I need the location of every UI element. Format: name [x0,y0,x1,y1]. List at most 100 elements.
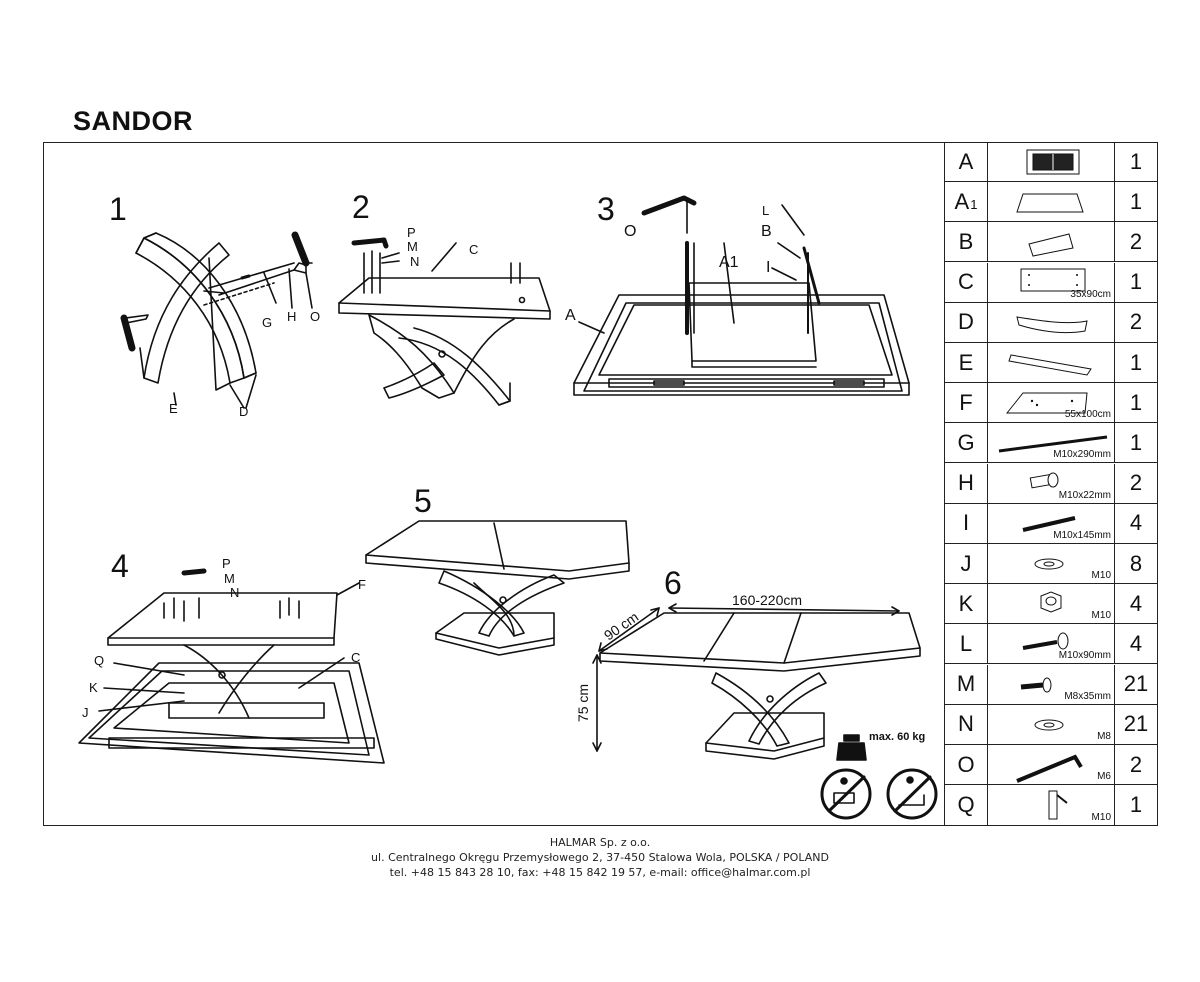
part-letter-text: D [958,309,974,335]
part-letter-text: G [957,429,975,455]
part-size: M8 [1097,730,1111,742]
step-number-1: 1 [109,191,127,227]
s1-label-d: D [239,404,249,419]
step-number-4: 4 [111,548,129,584]
part-quantity: 1 [1129,269,1143,295]
part-quantity: 1 [1129,389,1143,415]
s4-label-q: Q [94,653,105,668]
part-letter: E [945,343,988,382]
part-letter-text: A [954,188,970,214]
part-image: 35x90cm [987,262,1115,302]
s3-label-a: A [565,307,576,324]
part-letter: C [945,262,988,302]
part-letter: H [945,463,988,503]
part-letter-text: E [958,349,974,375]
part-image: M8 [987,704,1115,744]
s4-label-n: N [230,585,240,600]
part-image: M10 [987,584,1115,624]
part-image: M8x35mm [987,664,1115,704]
s1-label-e: E [169,401,178,416]
s2-label-n: N [410,254,420,269]
step-number-5: 5 [414,483,432,519]
part-letter: B [945,222,988,262]
part-letter-text: Q [957,792,975,818]
part-letter: K [945,584,988,624]
s4-label-k: K [89,680,98,695]
part-image: M10x22mm [987,463,1115,503]
part-image [987,182,1115,222]
step4-assembly [78,568,385,764]
footer-contact: tel. +48 15 843 28 10, fax: +48 15 842 1… [389,866,811,879]
hex-nut-icon [1040,591,1062,613]
part-quantity: 1 [1129,792,1143,818]
footer-company: HALMAR Sp. z o.o. [549,836,651,849]
part-letter-text: I [962,510,970,536]
footer-address: ul. Centralnego Okręgu Przemysłowego 2, … [371,851,829,864]
s3-label-o: O [624,223,637,240]
s2-label-p: P [407,225,416,240]
part-letter: I [945,503,988,543]
part-image [987,222,1115,262]
part-letter: L [945,624,988,664]
part-image: M10x90mm [987,624,1115,664]
s4-label-m: M [224,571,235,586]
part-quantity: 1 [1129,148,1143,174]
part-image: M10 [987,785,1115,826]
s4-label-j: J [82,705,89,720]
part-letter: N [945,704,988,744]
part-letter-text: N [958,711,974,737]
s3-label-a1: A1 [719,254,739,271]
step-number-3: 3 [597,191,615,227]
part-quantity: 2 [1129,309,1143,335]
s2-label-m: M [407,239,418,254]
part-size: M10 [1091,570,1111,581]
straight-leg-icon [1008,354,1092,376]
part-letter: O [945,745,988,784]
max-load-label: max. 60 kg [869,731,926,743]
part-quantity: 1 [1129,349,1143,375]
part-letter: G [945,423,988,463]
no-sitting-icon [886,768,938,820]
step2-table [338,237,551,406]
washer-icon [1034,558,1064,570]
part-letter-text: B [958,228,974,254]
assembly-drawing: 1 2 3 4 5 6 G H O E D P M N C O A1 L B I… [44,143,944,825]
part-quantity: 4 [1129,510,1143,536]
part-size: M8x35mm [1064,690,1111,702]
part-size: M10x22mm [1058,489,1111,501]
s4-label-f: F [358,577,366,592]
s3-label-i: I [766,259,771,276]
part-quantity: 2 [1129,470,1143,496]
part-letter-text: A [958,148,974,174]
part-quantity: 21 [1123,711,1149,737]
s3-label-b: B [761,223,772,240]
part-letter-text: K [958,590,974,616]
s4-label-p: P [222,556,231,571]
frame-icon [1026,149,1080,175]
part-letter: M [945,664,988,704]
box-wrench-icon [1048,790,1068,820]
step-number-2: 2 [352,189,370,225]
part-quantity: 21 [1123,671,1149,697]
part-size: 35x90cm [1070,288,1111,300]
part-size: M10x90mm [1058,650,1111,662]
s4-label-c: C [351,650,361,665]
part-letter: Q [945,785,988,826]
bolt-icon [1022,632,1069,651]
insert-panel-icon [1016,193,1084,213]
s1-label-o: O [310,309,321,324]
part-size: M10 [1091,610,1111,622]
sleeve-nut-icon [1029,472,1059,489]
curved-leg-icon [1016,316,1088,333]
s1-label-h: H [287,309,297,324]
part-letter-text: O [957,751,975,777]
screw-icon [1020,677,1052,693]
part-image [987,142,1115,181]
